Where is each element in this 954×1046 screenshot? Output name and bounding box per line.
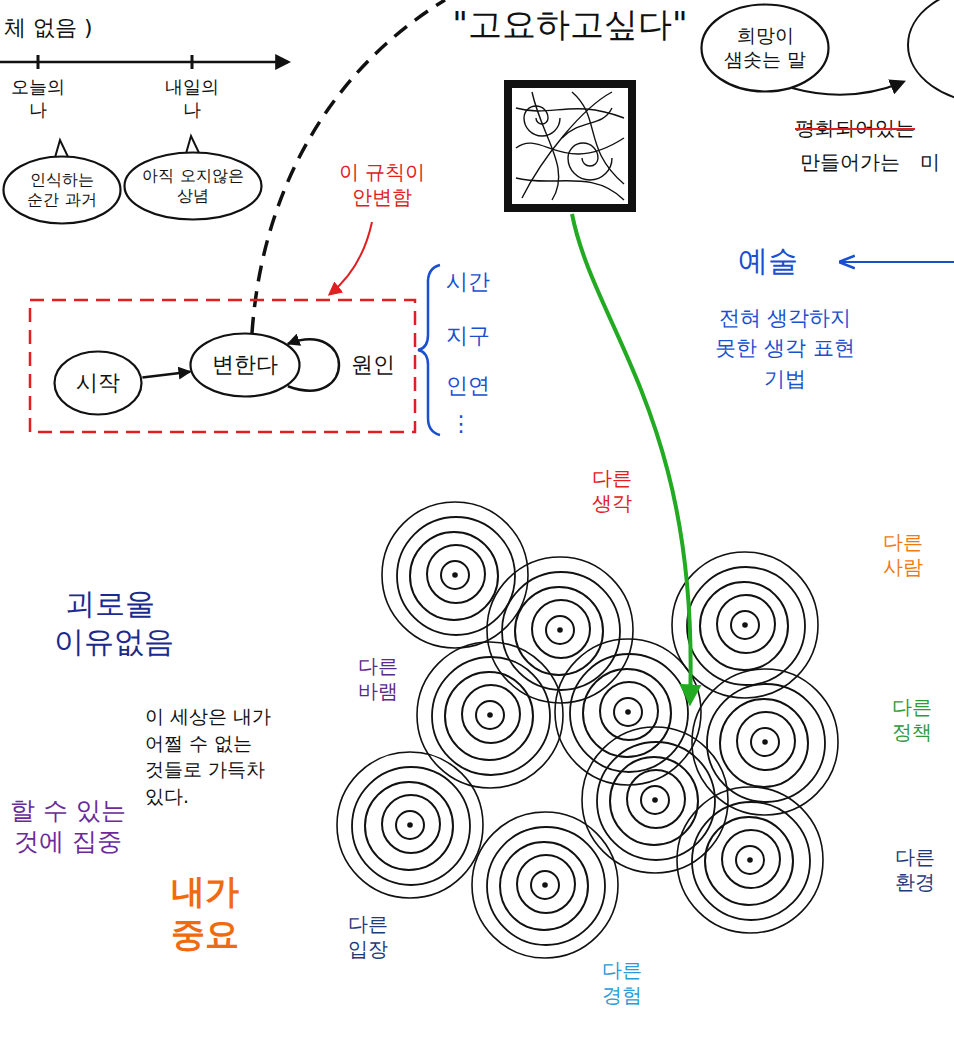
annotation: 평화되어있는 bbox=[795, 116, 915, 141]
annotation: 다른 생각 bbox=[584, 466, 640, 516]
rule-pointer bbox=[330, 222, 372, 294]
ripple bbox=[677, 787, 823, 933]
annotation: 지구 bbox=[446, 322, 490, 350]
outline bbox=[125, 153, 262, 220]
annotation: 이 세상은 내가 어쩔 수 없는 것들로 가득차 있다. bbox=[145, 703, 297, 809]
scribble-line bbox=[516, 178, 624, 200]
annotation: ⋮ bbox=[450, 410, 472, 438]
scribble-line bbox=[532, 92, 559, 200]
dashed-arc bbox=[252, 0, 445, 333]
annotation: 다른 입장 bbox=[340, 912, 396, 962]
ripple-cluster bbox=[337, 502, 838, 958]
ellipse-node: 시작 bbox=[53, 350, 143, 416]
brace bbox=[418, 265, 440, 435]
outline bbox=[4, 157, 121, 224]
ellipse-node: 변한다 bbox=[189, 332, 301, 398]
outline bbox=[191, 334, 300, 397]
connector bbox=[142, 372, 190, 378]
scribble-box bbox=[504, 80, 636, 212]
node-text: 희망이 샘솟는 말 bbox=[717, 24, 813, 72]
title-text: "고요하고싶다" bbox=[440, 2, 700, 46]
timeline-arrow bbox=[0, 61, 288, 64]
scribble-line bbox=[572, 92, 624, 184]
ripple bbox=[417, 642, 563, 788]
node-text: 아직 오지않은 상념 bbox=[140, 166, 246, 206]
scribble-line bbox=[516, 108, 624, 118]
scribble-line bbox=[522, 92, 612, 198]
scribble-line bbox=[516, 138, 624, 154]
ripple bbox=[472, 812, 618, 958]
green-arrow bbox=[572, 214, 691, 702]
timeline-tick bbox=[38, 55, 192, 69]
ellipse-node: 희망이 샘솟는 말 bbox=[700, 3, 830, 93]
annotation: 내가 중요 bbox=[157, 870, 253, 955]
ripple bbox=[555, 639, 701, 785]
node-text: 시작 bbox=[76, 369, 120, 397]
annotation: 만들어가는 bbox=[800, 150, 900, 175]
art-arrow bbox=[842, 261, 954, 263]
annotation: 체 없음 ) bbox=[4, 14, 93, 42]
ripple bbox=[487, 557, 633, 703]
annotation: 다른 사람 bbox=[875, 530, 931, 580]
speech-bubble: 아직 오지않은 상념 bbox=[123, 151, 263, 221]
scribble bbox=[512, 88, 628, 204]
cut-bubble bbox=[908, 0, 954, 103]
annotation: 전혀 생각하지 못한 생각 표현 기법 bbox=[709, 303, 861, 394]
annotation: 예술 bbox=[738, 242, 798, 280]
edge-label: 원인 bbox=[349, 351, 397, 379]
annotation: 다른 환경 bbox=[887, 845, 943, 895]
annotation: 다른 정책 bbox=[884, 695, 940, 745]
annotation: 다른 경험 bbox=[594, 958, 650, 1008]
annotation: 할 수 있는 것에 집중 bbox=[5, 795, 131, 858]
outline bbox=[55, 352, 142, 415]
scribble-line bbox=[562, 108, 612, 138]
annotation: 내일의 나 bbox=[162, 76, 222, 121]
flow-arrow bbox=[792, 82, 903, 95]
node-text: 변한다 bbox=[212, 351, 278, 379]
node-text: 인식하는 순간 과거 bbox=[21, 170, 103, 210]
annotation: 오늘의 나 bbox=[8, 76, 68, 121]
outline bbox=[702, 5, 829, 92]
annotation: 인연 bbox=[446, 372, 490, 400]
annotation: 괴로울 이유없음 bbox=[54, 585, 166, 660]
annotation: 시간 bbox=[446, 268, 490, 296]
ripple bbox=[382, 502, 528, 648]
rule-box bbox=[30, 300, 415, 432]
title-box: "고요하고싶다" bbox=[440, 2, 700, 214]
annotation: 이 규칙이 안변함 bbox=[334, 160, 430, 210]
annotation: 다른 바램 bbox=[350, 654, 406, 704]
ripple bbox=[337, 752, 483, 898]
annotation: 미 bbox=[920, 150, 940, 175]
speech-bubble: 인식하는 순간 과거 bbox=[2, 155, 122, 225]
